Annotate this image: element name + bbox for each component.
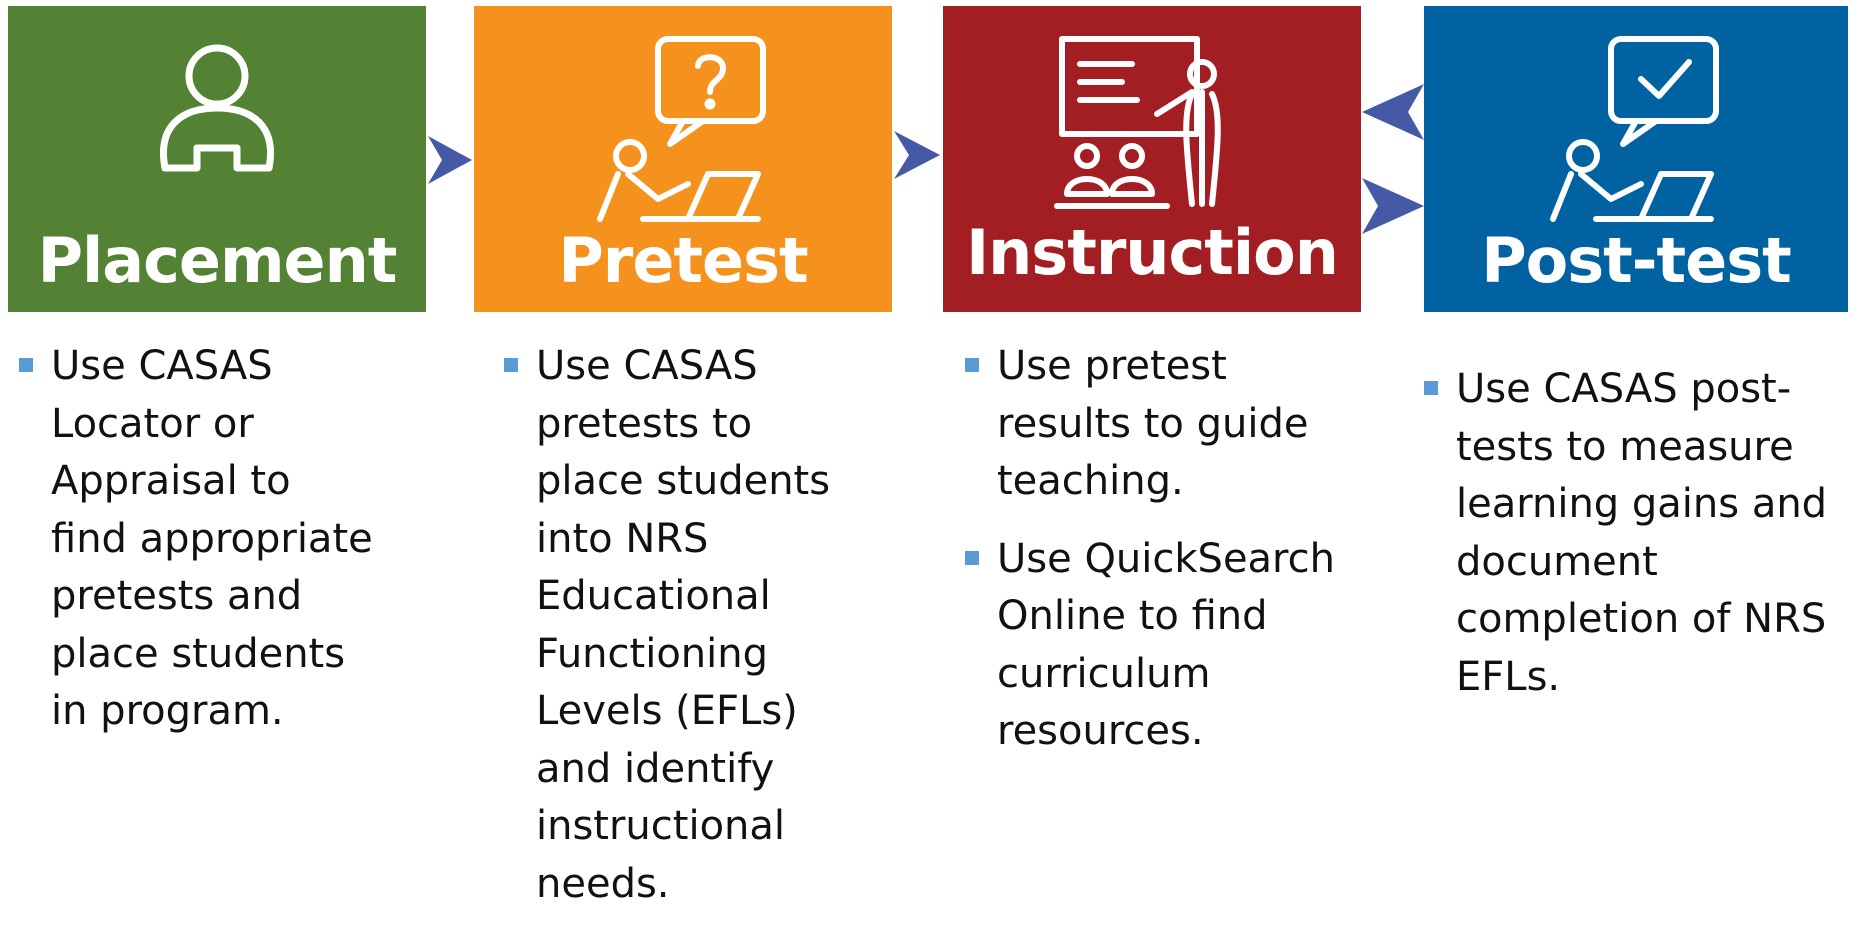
instruction-description: Use pretest results to guide teaching. U… bbox=[965, 338, 1377, 781]
bullet-item: Use pretest results to guide teaching. bbox=[965, 338, 1377, 511]
bullet-text: Use QuickSearch Online to find curriculu… bbox=[997, 535, 1335, 755]
placement-description: Use CASAS Locator or Appraisal to find a… bbox=[19, 338, 431, 761]
instruction-box: Instruction bbox=[943, 6, 1361, 312]
posttest-description: Use CASAS post- tests to measure learnin… bbox=[1424, 361, 1856, 726]
bullet-square-icon bbox=[1424, 381, 1438, 395]
student-question-icon bbox=[597, 36, 766, 222]
posttest-box: Post-test bbox=[1424, 6, 1848, 312]
bullet-item: Use CASAS post- tests to measure learnin… bbox=[1424, 361, 1856, 706]
placement-title: Placement bbox=[37, 224, 398, 297]
person-at-desk-icon bbox=[160, 44, 274, 172]
bullet-text: Use CASAS Locator or Appraisal to find a… bbox=[51, 343, 373, 734]
bullet-square-icon bbox=[19, 358, 33, 372]
bullet-square-icon bbox=[965, 550, 979, 565]
bullet-text: Use CASAS pretests to place students int… bbox=[536, 343, 831, 907]
bullet-text: Use CASAS post- tests to measure learnin… bbox=[1456, 366, 1828, 700]
arrow-right-icon bbox=[1362, 178, 1424, 234]
bullet-square-icon bbox=[965, 358, 979, 372]
bullet-item: Use QuickSearch Online to find curriculu… bbox=[965, 531, 1377, 761]
bullet-square-icon bbox=[504, 358, 518, 372]
arrow-right-icon bbox=[428, 136, 472, 184]
bullet-text: Use pretest results to guide teaching. bbox=[997, 343, 1309, 504]
teacher-whiteboard-icon bbox=[1054, 36, 1221, 209]
bullet-item: Use CASAS pretests to place students int… bbox=[504, 338, 916, 913]
student-checkmark-icon bbox=[1550, 36, 1719, 222]
pretest-title: Pretest bbox=[558, 224, 808, 297]
instruction-title: Instruction bbox=[966, 216, 1339, 289]
pretest-box: Pretest bbox=[474, 6, 892, 312]
placement-box: Placement bbox=[8, 6, 426, 312]
posttest-title: Post-test bbox=[1481, 224, 1792, 297]
arrow-left-icon bbox=[1362, 84, 1424, 140]
pretest-description: Use CASAS pretests to place students int… bbox=[504, 338, 916, 933]
arrow-right-icon bbox=[894, 131, 940, 179]
bullet-item: Use CASAS Locator or Appraisal to find a… bbox=[19, 338, 431, 741]
